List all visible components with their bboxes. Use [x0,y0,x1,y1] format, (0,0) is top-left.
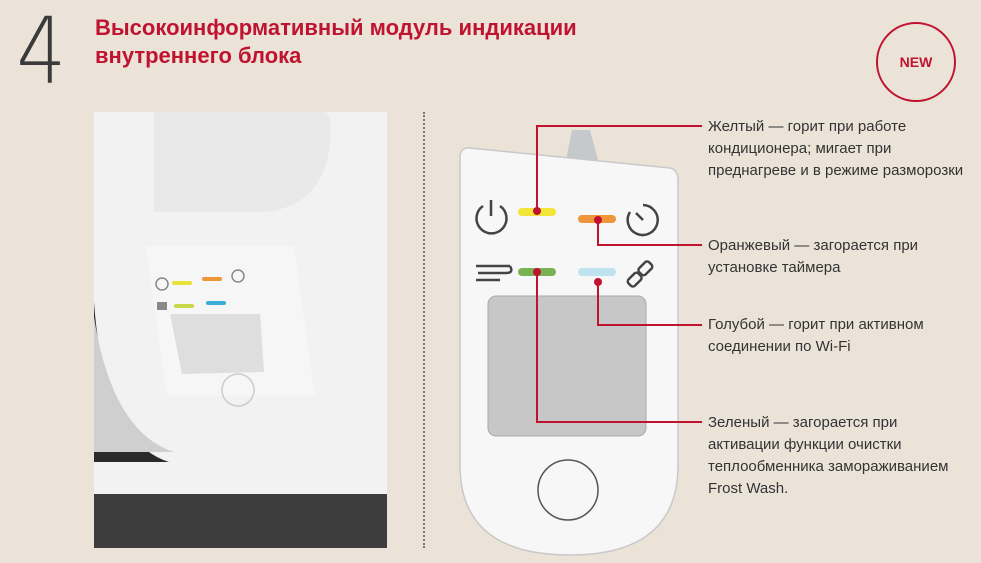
new-badge: NEW [876,22,956,102]
power-icon [155,277,169,291]
blue-led [578,268,616,276]
display-window [487,295,647,437]
power-icon [475,200,508,235]
leader-lines [536,125,702,423]
section-number: 4 [16,0,67,105]
panel-button [537,459,599,521]
caption-blue: Голубой — горит при активном соединении … [708,316,924,355]
caption-green: Зеленый — загорается при активации функц… [708,414,949,497]
dotted-divider [423,112,425,548]
panel-stand [566,130,598,160]
page-title: Высокоинформативный модуль индикации вну… [95,15,577,68]
frost-wash-icon [476,264,513,282]
caption-orange: Оранжевый — загорается при установке тай… [708,237,919,276]
link-icon [626,260,654,288]
timer-icon [231,269,245,283]
caption-yellow: Желтый — горит при работе кондиционера; … [708,118,964,179]
indoor-unit-photo [94,112,387,548]
timer-icon [626,203,659,237]
